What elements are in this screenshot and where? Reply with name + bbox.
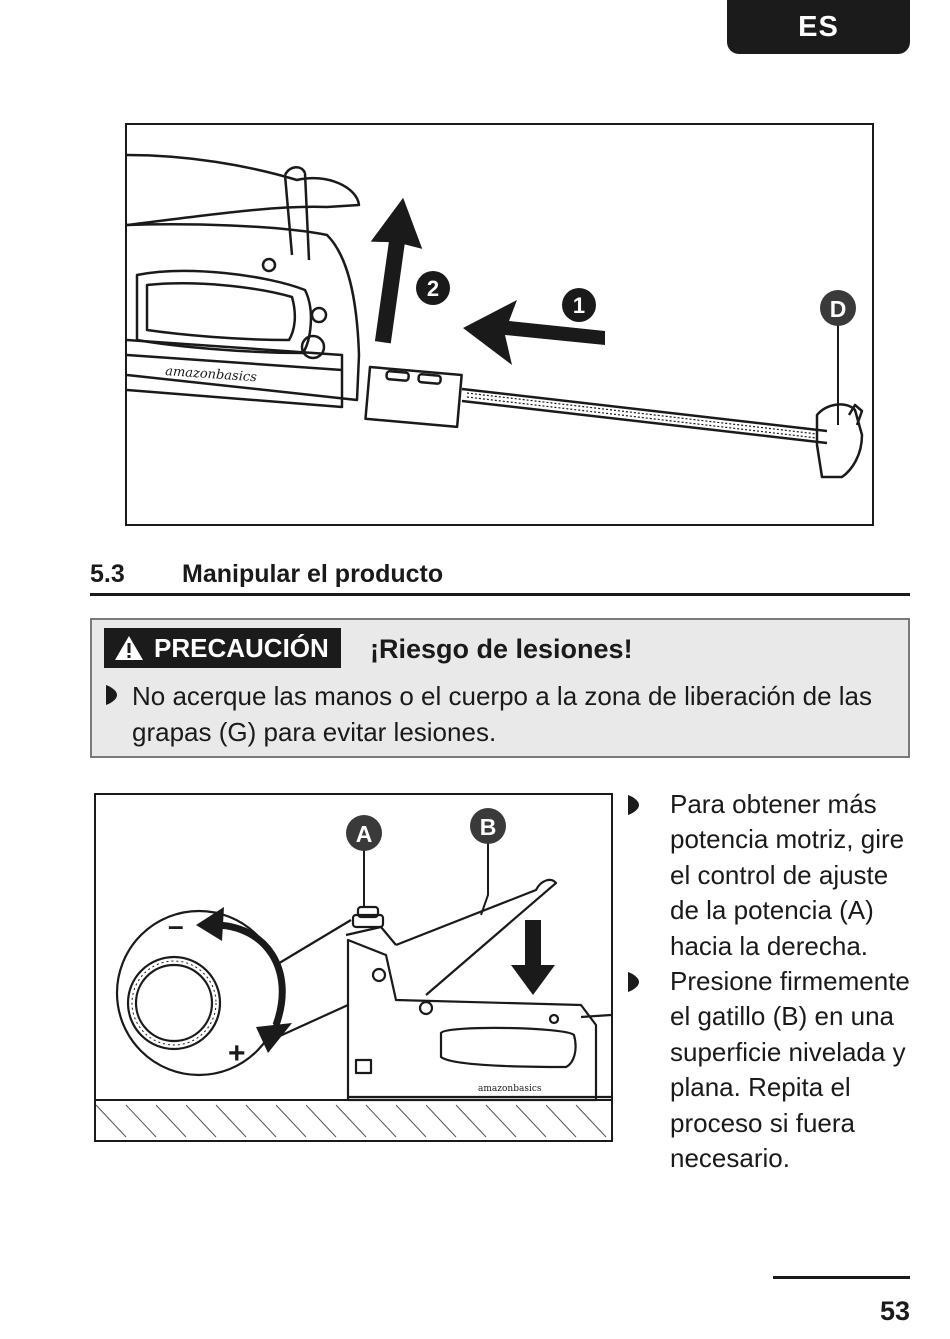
caution-item: No acerque las manos o el cuerpo a la zo… xyxy=(132,681,873,747)
caution-box: PRECAUCIÓN ¡Riesgo de lesiones! No acerq… xyxy=(90,618,910,758)
instruction-text: Para obtener más potencia motriz, gire e… xyxy=(670,789,905,961)
svg-text:1: 1 xyxy=(573,293,585,318)
callout-step-2: 2 xyxy=(416,271,450,305)
callout-part-d: D xyxy=(820,290,856,425)
section-heading: 5.3 Manipular el producto xyxy=(90,556,910,596)
warning-triangle-icon xyxy=(115,636,143,660)
instruction-list: Para obtener más potencia motriz, gire e… xyxy=(622,787,912,1176)
dial-plus-label: + xyxy=(228,1037,246,1070)
instruction-text: Presione firmemente el gatillo (B) en un… xyxy=(670,966,910,1174)
bullet-icon xyxy=(628,795,639,815)
caution-label: PRECAUCIÓN xyxy=(104,628,341,668)
svg-text:B: B xyxy=(480,814,497,840)
press-arrow xyxy=(511,920,555,995)
bullet-icon xyxy=(106,685,117,705)
bullet-icon xyxy=(628,972,639,993)
instruction-item: Presione firmemente el gatillo (B) en un… xyxy=(622,964,912,1176)
figure-power-adjust: – + amazonbasics A B xyxy=(94,793,613,1142)
section-number: 5.3 xyxy=(90,560,125,588)
callout-part-b: B xyxy=(470,808,506,916)
section-title: Manipular el producto xyxy=(182,560,444,588)
callout-part-a: A xyxy=(346,815,382,907)
dial-minus-label: – xyxy=(168,910,184,941)
instruction-item: Para obtener más potencia motriz, gire e… xyxy=(622,787,912,964)
svg-text:2: 2 xyxy=(427,276,439,301)
pull-arrow xyxy=(463,300,605,365)
caution-label-text: PRECAUCIÓN xyxy=(154,632,329,663)
caution-headline: ¡Riesgo de lesiones! xyxy=(370,634,633,664)
figure-unload-stapler: amazonbasics 2 1 D xyxy=(125,123,874,526)
callout-step-1: 1 xyxy=(562,288,596,322)
language-tab: ES xyxy=(727,0,910,54)
brand-logo-small: amazonbasics xyxy=(478,1084,542,1094)
svg-text:A: A xyxy=(356,821,373,847)
rotate-arrow xyxy=(213,921,286,1027)
svg-text:D: D xyxy=(830,296,847,322)
lift-arrow xyxy=(370,197,423,344)
brand-logo: amazonbasics xyxy=(165,364,258,385)
page-number: 53 xyxy=(879,1296,910,1326)
footer-rule xyxy=(773,1276,910,1279)
